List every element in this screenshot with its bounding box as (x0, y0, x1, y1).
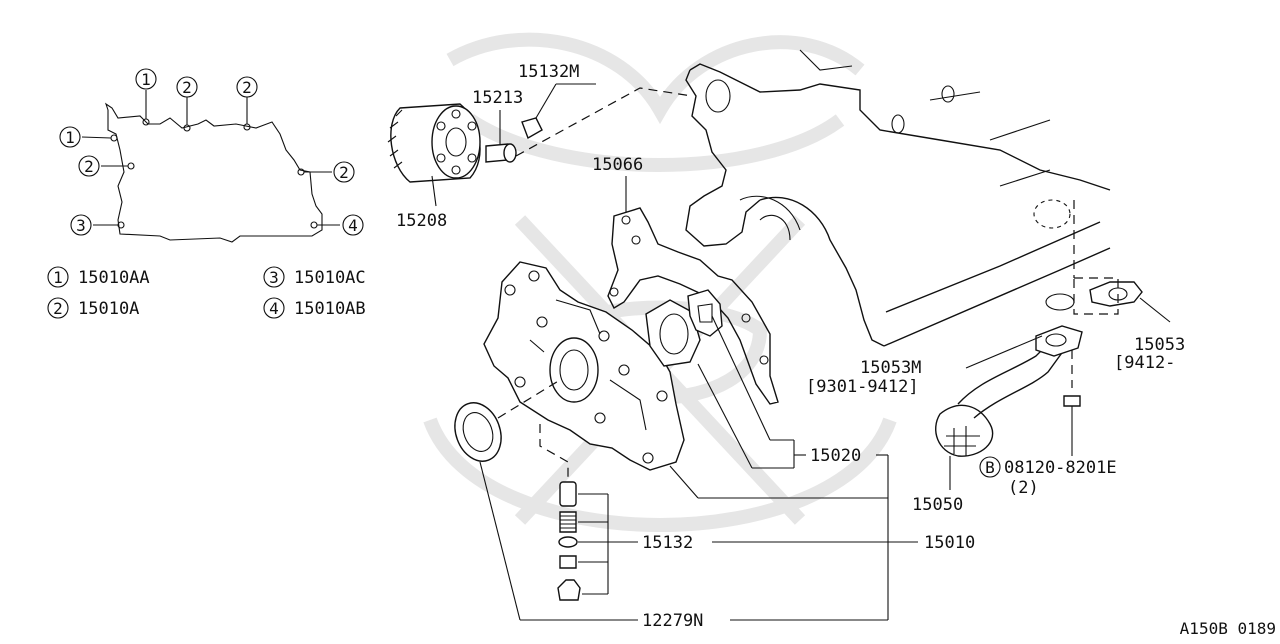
label-15020: 15020 (810, 446, 861, 466)
label-12279N: 12279N (642, 611, 703, 631)
inset-marker-2b: 2 (236, 76, 258, 98)
label-15132: 15132 (642, 533, 693, 553)
label-15066: 15066 (592, 155, 643, 175)
bolt-08120-8201E (1063, 350, 1081, 456)
leader-lines (479, 315, 1043, 621)
relief-valve-15132 (539, 424, 581, 601)
inset-gasket-outline (81, 90, 340, 243)
legend-item-4: 4 15010AB (263, 297, 366, 319)
plug-15132M (515, 83, 693, 157)
label-15010: 15010 (924, 533, 975, 553)
legend-item-2: 2 15010A (47, 297, 139, 319)
inset-marker-3: 3 (70, 214, 92, 236)
oil-pump-front-cover-15010 (483, 261, 685, 471)
svg-text:2: 2 (182, 78, 192, 97)
svg-text:3: 3 (76, 216, 86, 235)
svg-text:1: 1 (141, 70, 151, 89)
svg-text:4: 4 (348, 216, 358, 235)
front-cover-gasket-15066 (607, 176, 779, 405)
svg-text:B: B (985, 458, 995, 477)
label-bolt: B 08120-8201E (2) (979, 456, 1117, 498)
label-15132M: 15132M (518, 62, 579, 82)
svg-text:(2): (2) (1008, 478, 1039, 498)
legend-item-1: 1 15010AA (47, 266, 150, 288)
svg-text:15010AB: 15010AB (294, 299, 366, 319)
label-15053: 15053 (1134, 335, 1185, 355)
inset-marker-2a: 2 (176, 76, 198, 98)
svg-text:2: 2 (242, 78, 252, 97)
svg-text:3: 3 (269, 268, 279, 287)
inset-marker-1b: 1 (59, 126, 81, 148)
svg-text:1: 1 (65, 128, 75, 147)
inset-marker-2d: 2 (333, 161, 355, 183)
pump-rotor-inner-15020 (645, 299, 701, 367)
svg-text:1: 1 (53, 268, 63, 287)
svg-text:2: 2 (339, 163, 349, 182)
svg-text:15010AC: 15010AC (294, 268, 366, 288)
gasket-15053 (1073, 277, 1171, 323)
label-15053M-range: [9301-9412] (806, 377, 919, 397)
oil-strainer-15050 (935, 325, 1083, 490)
inset-marker-4: 4 (342, 214, 364, 236)
svg-text:2: 2 (53, 299, 63, 318)
oil-filter-15208 (387, 103, 481, 207)
inset-marker-1a: 1 (135, 68, 157, 90)
svg-text:08120-8201E: 08120-8201E (1004, 458, 1117, 478)
svg-text:4: 4 (269, 299, 279, 318)
svg-text:15010AA: 15010AA (78, 268, 150, 288)
label-15053-range: [9412- ] (1114, 353, 1280, 373)
label-15053M: 15053M (860, 358, 921, 378)
label-15213: 15213 (472, 88, 523, 108)
label-15208: 15208 (396, 211, 447, 231)
connector-15213 (485, 110, 517, 163)
watermark-logo (423, 32, 897, 532)
diagram-code: A150B 0189 (1180, 619, 1276, 638)
engine-block-drawing (685, 49, 1111, 347)
svg-text:15010A: 15010A (78, 299, 139, 319)
svg-text:2: 2 (84, 157, 94, 176)
label-15050: 15050 (912, 495, 963, 515)
pump-rotor-outer-15020 (687, 289, 723, 337)
inset-marker-2c: 2 (78, 155, 100, 177)
oil-seal-12279N (454, 379, 561, 462)
legend-item-3: 3 15010AC (263, 266, 366, 288)
